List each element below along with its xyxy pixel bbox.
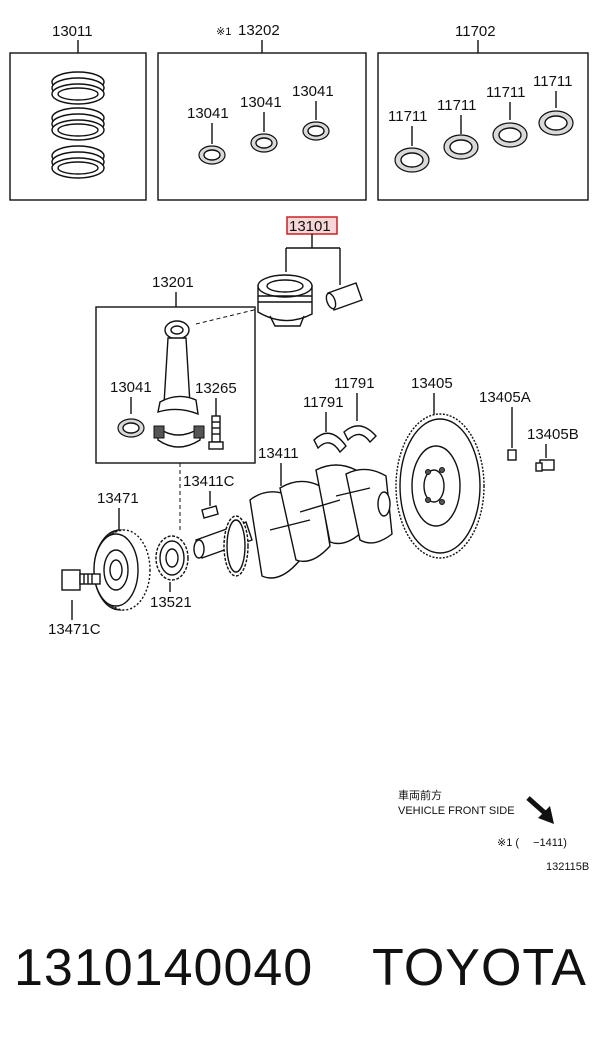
label-main-bearing-c: 11711 <box>486 84 526 101</box>
label-main-bearing-d: 11711 <box>533 73 573 90</box>
flywheel-pin <box>507 449 517 461</box>
label-thrust-washer-b: 11791 <box>303 394 344 411</box>
part-number: 1310140040 <box>14 939 314 997</box>
crank-pulley <box>93 529 151 611</box>
piston-pin <box>325 282 363 311</box>
label-flywheel: 13405 <box>411 375 453 392</box>
rod-cap <box>153 425 205 448</box>
brand-name: TOYOTA <box>372 939 587 997</box>
label-thrust-washer-a: 11791 <box>334 375 375 392</box>
piston <box>257 274 313 327</box>
piston-rings <box>51 71 105 179</box>
label-crank-key: 13411C <box>183 473 235 490</box>
label-rod-bearing: 13041 <box>110 379 152 396</box>
label-piston: 13101 <box>289 218 331 235</box>
label-con-bearing-c: 13041 <box>292 83 334 100</box>
rod-bearing <box>117 418 145 438</box>
direction-english: VEHICLE FRONT SIDE <box>398 805 515 817</box>
front-arrow-icon <box>526 796 554 824</box>
label-pulley: 13471 <box>97 490 139 507</box>
label-con-bearing-a: 13041 <box>187 105 229 122</box>
con-rod-box <box>95 306 256 464</box>
timing-gear <box>155 535 189 581</box>
connecting-rod <box>157 320 199 416</box>
label-con-rod: 13201 <box>152 274 194 291</box>
pulley-bolt <box>61 569 101 591</box>
label-main-bearing-set: 11702 <box>455 23 496 40</box>
figure-code: 132115B <box>546 861 589 873</box>
label-rings: 13011 <box>52 23 93 40</box>
flywheel-bolt <box>535 459 555 472</box>
parts-diagram: 13011 ※1 13202 11702 13041 13041 13041 <box>9 22 589 873</box>
label-rod-bolt: 13265 <box>195 380 237 397</box>
crankshaft <box>193 464 393 579</box>
label-flywheel-bolt: 13405B <box>527 426 579 443</box>
label-pulley-bolt: 13471C <box>48 621 101 638</box>
label-con-bearing-b: 13041 <box>240 94 282 111</box>
main-bearing-box <box>377 52 589 201</box>
direction-japanese: 車両前方 <box>398 788 442 802</box>
label-crankshaft: 13411 <box>258 445 299 462</box>
label-main-bearing-a: 11711 <box>388 108 428 125</box>
con-bearing-box <box>157 52 367 201</box>
con-bearing-shells <box>198 121 330 165</box>
label-main-bearing-b: 11711 <box>437 97 477 114</box>
main-bearing-shells <box>394 110 574 173</box>
label-flywheel-pin: 13405A <box>479 389 531 406</box>
thrust-washers <box>313 425 377 454</box>
applicability-note: ※1 ( −1411) <box>497 837 567 849</box>
crank-key <box>201 505 219 519</box>
label-con-bearing-set: 13202 <box>238 22 280 39</box>
rod-bolt <box>208 415 224 450</box>
flywheel <box>395 413 485 559</box>
label-timing-gear: 13521 <box>150 594 192 611</box>
label-con-bearing-mark: ※1 <box>216 26 231 38</box>
